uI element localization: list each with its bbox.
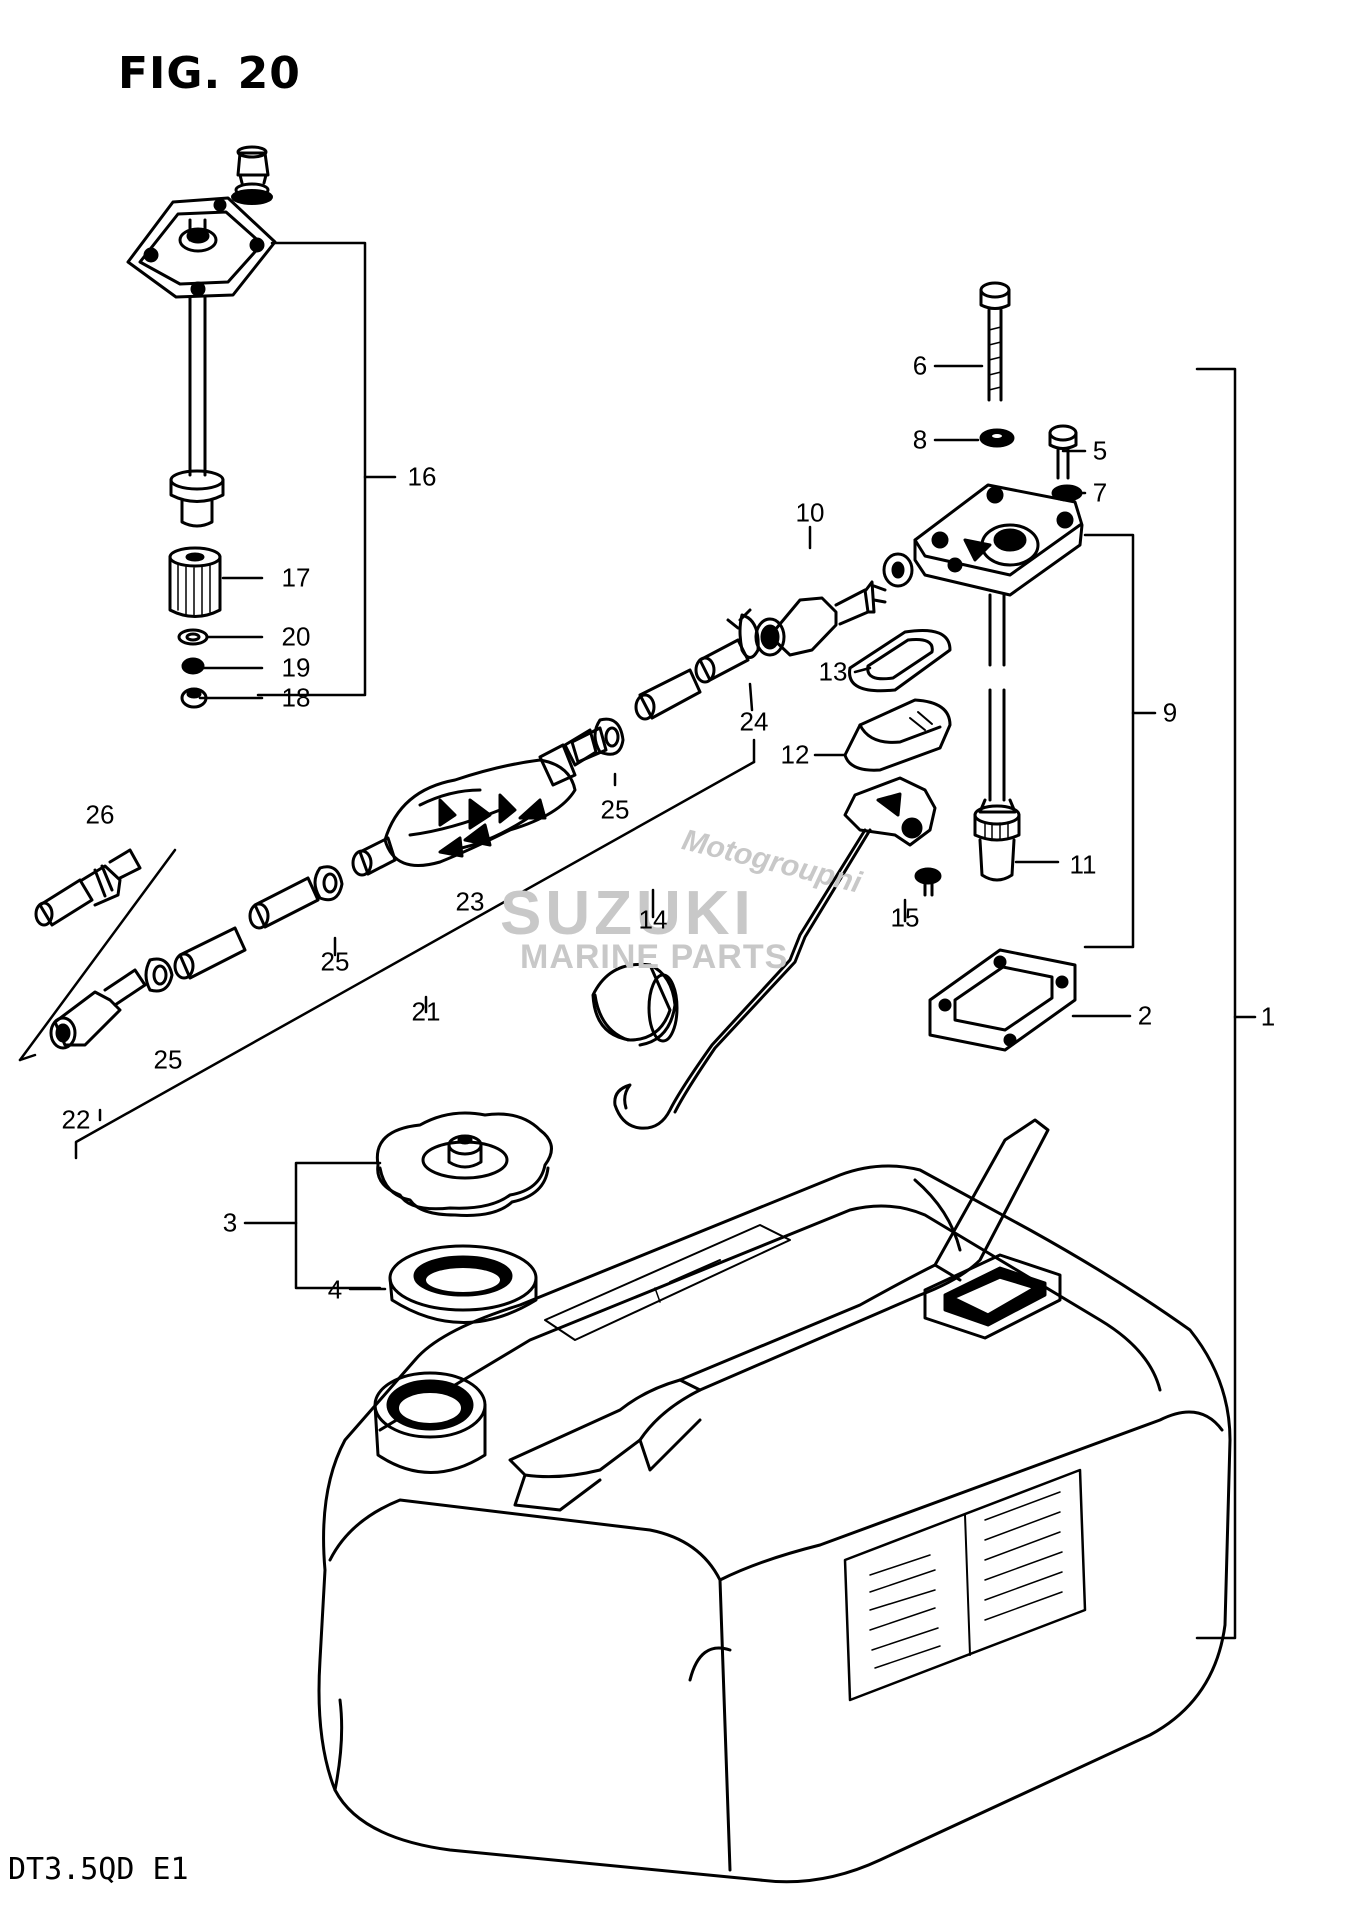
part-label-25-upper: 25 — [600, 794, 630, 825]
part-label-9: 9 — [1162, 697, 1178, 728]
part-label-17: 17 — [281, 562, 311, 593]
part-label-13: 13 — [818, 656, 848, 687]
part-label-3: 3 — [222, 1207, 238, 1238]
watermark-brand: SUZUKI — [500, 879, 755, 948]
part-label-25-lower: 25 — [153, 1044, 183, 1075]
part-label-20: 20 — [281, 621, 311, 652]
part-label-23: 23 — [455, 886, 485, 917]
watermark-subtitle: MARINE PARTS — [520, 938, 789, 976]
part-label-2: 2 — [1137, 1000, 1153, 1031]
seal-ring-4 — [390, 1246, 536, 1323]
part-label-10: 10 — [795, 497, 825, 528]
part-label-11: 11 — [1069, 849, 1097, 880]
fill-cap-3 — [377, 1113, 551, 1216]
bracket-cord-15 — [615, 778, 940, 1128]
part-label-7: 7 — [1092, 477, 1108, 508]
part-label-22: 22 — [61, 1104, 91, 1135]
gasket-2 — [930, 950, 1075, 1050]
part-label-16: 16 — [407, 461, 437, 492]
cap-14 — [593, 964, 677, 1045]
part-label-26: 26 — [85, 799, 115, 830]
part-label-8: 8 — [912, 424, 928, 455]
part-label-19: 19 — [281, 652, 311, 683]
part-label-12: 12 — [780, 739, 810, 770]
part-label-6: 6 — [912, 350, 928, 381]
part-label-18: 18 — [281, 682, 311, 713]
part-label-21: 21 — [411, 996, 441, 1027]
fuel-hose-assembly — [36, 554, 912, 1048]
fuel-tank-1 — [319, 1120, 1230, 1882]
part-label-24: 24 — [739, 706, 769, 737]
pickup-assembly — [128, 147, 275, 707]
fuel-outlet-fitting — [915, 283, 1082, 880]
part-label-5: 5 — [1092, 435, 1108, 466]
leader-lines — [20, 243, 1255, 1638]
figure-title: FIG. 20 — [118, 48, 301, 99]
part-label-15: 15 — [890, 902, 920, 933]
part-label-4: 4 — [327, 1274, 343, 1305]
gasket-13 — [850, 630, 950, 690]
part-label-14: 14 — [638, 904, 668, 935]
part-label-25-middle: 25 — [320, 946, 350, 977]
cap-cover-12 — [845, 700, 950, 770]
part-label-1: 1 — [1260, 1001, 1276, 1032]
model-code: DT3.5QD E1 — [8, 1852, 189, 1887]
